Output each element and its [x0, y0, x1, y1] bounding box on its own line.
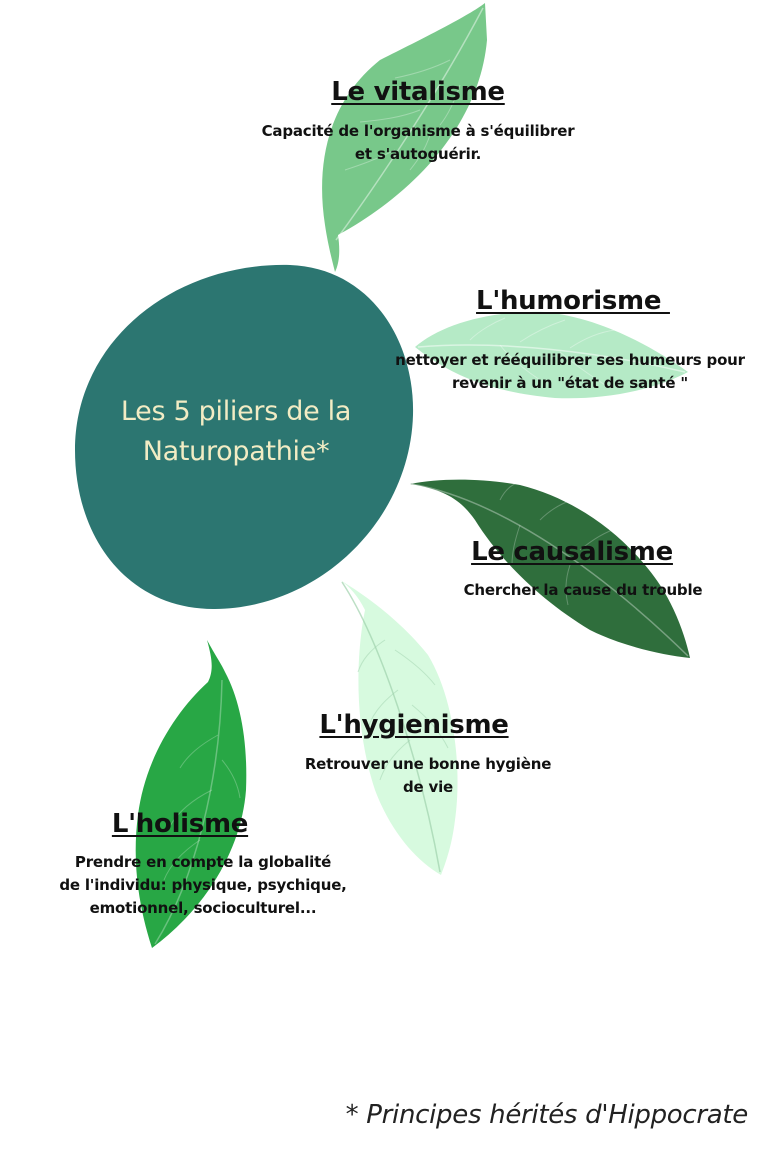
leaf-causalisme-shape — [410, 479, 690, 658]
pillar-desc-vitalisme: Capacité de l'organisme à s'équilibrer e… — [261, 122, 575, 163]
pillar-desc-causalisme: Chercher la cause du trouble — [463, 581, 703, 599]
leaf-humorisme — [415, 311, 688, 399]
center-title-line: Naturopathie* — [142, 436, 330, 467]
center-title-line: Les 5 piliers de la — [120, 396, 352, 427]
pillar-title-hygienisme: L'hygienisme — [319, 710, 509, 740]
footnote: * Principes hérités d'Hippocrate — [345, 1100, 749, 1130]
center-circle — [75, 264, 414, 610]
pillar-title-humorisme: L'humorisme — [476, 286, 670, 316]
center-title: Les 5 piliers de la Naturopathie* — [100, 392, 372, 472]
leaf-holisme — [135, 640, 247, 948]
pillar-desc-holisme: Prendre en compte la globalité de l'indi… — [59, 853, 347, 917]
leaf-vitalisme — [322, 3, 487, 272]
leaf-causalisme — [410, 479, 690, 658]
leaf-humorisme-shape — [415, 311, 688, 399]
leaf-holisme-shape — [135, 640, 247, 948]
leaf-hygienisme — [340, 580, 458, 875]
pillar-title-vitalisme: Le vitalisme — [331, 77, 505, 107]
pillar-desc-hygienisme: Retrouver une bonne hygiène de vie — [304, 755, 552, 796]
pillar-title-causalisme: Le causalisme — [471, 537, 673, 567]
leaf-vitalisme-shape — [322, 3, 487, 272]
pillar-desc-humorisme: nettoyer et rééquilibrer ses humeurs pou… — [395, 351, 745, 392]
pillar-title-holisme: L'holisme — [111, 809, 249, 839]
